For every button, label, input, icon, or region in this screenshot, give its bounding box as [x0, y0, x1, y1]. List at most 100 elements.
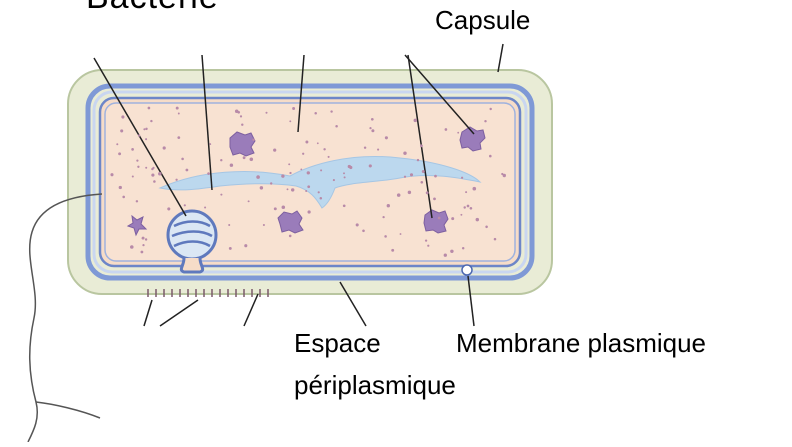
ribosome-dot [158, 172, 162, 176]
ribosome-dot [427, 245, 429, 247]
ribosome-dot [404, 176, 406, 178]
ribosome-dot [330, 110, 332, 112]
ribosome-dot [136, 159, 138, 161]
ribosome-dot [470, 207, 473, 210]
ribosome-dot [145, 167, 147, 169]
ribosome-dot [240, 115, 242, 117]
ribosome-dot [463, 206, 465, 208]
ribosome-dot [120, 129, 123, 132]
ribosome-dot [287, 188, 289, 190]
ribosome-dot [403, 151, 406, 154]
label-espace: Espace [294, 330, 381, 356]
ribosome-dot [145, 238, 147, 240]
ribosome-dot [426, 191, 429, 194]
ribosome-dot [445, 128, 448, 131]
ribosome-dot [433, 198, 436, 201]
ribosome-dot [204, 206, 206, 208]
ribosome-dot [307, 210, 310, 213]
ribosome-dot [307, 185, 310, 188]
membrane-vesicle [462, 265, 472, 275]
ribosome-dot [163, 146, 166, 149]
ribosome-dot [274, 207, 277, 210]
ribosome-dot [153, 180, 156, 183]
ribosome-dot [369, 164, 372, 167]
ribosome-dot [241, 124, 243, 126]
ribosome-dot [243, 156, 246, 159]
ribosome-dot [494, 238, 497, 241]
ribosome-dot [408, 191, 411, 194]
ribosome-dot [151, 168, 153, 170]
label-bacterie: Bactérie [86, 0, 219, 14]
ribosome-dot [292, 107, 295, 110]
ribosome-dot [438, 217, 441, 220]
ribosome-dot [300, 168, 302, 170]
ribosome-dot [131, 148, 134, 151]
flagellum-branch [36, 402, 100, 418]
ribosome-dot [484, 120, 486, 122]
ribosome-dot [132, 175, 134, 177]
ribosome-dot [252, 139, 255, 142]
ribosome-dot [318, 191, 320, 193]
ribosome-dot [485, 226, 488, 229]
ribosome-dot [460, 214, 462, 216]
ribosome-dot [184, 204, 186, 206]
ribosome-dot [333, 179, 335, 181]
ribosome-dot [151, 174, 154, 177]
ribosome-dot [122, 196, 125, 199]
ribosome-dot [273, 149, 276, 152]
ribosome-dot [335, 125, 338, 128]
ribosome-dot [229, 247, 232, 250]
ribosome-dot [397, 193, 401, 197]
ribosome-dot [248, 200, 250, 202]
ribosome-dot [356, 223, 359, 226]
ribosome-dot [141, 251, 144, 254]
ribosome-dot [489, 108, 491, 110]
ribosome-dot [317, 142, 319, 144]
label-capsule: Capsule [435, 7, 530, 33]
ribosome-dot [250, 158, 254, 162]
ribosome-dot [476, 218, 479, 221]
ribosome-dot [451, 217, 454, 220]
ribosome-dot [228, 224, 230, 226]
ribosome-dot [110, 173, 113, 176]
ribosome-dot [142, 237, 144, 239]
ribosome-dot [244, 244, 247, 247]
ribosome-dot [220, 159, 222, 161]
ribosome-dot [344, 176, 346, 178]
ribosome-dot [461, 177, 463, 179]
ribosome-dot [176, 107, 179, 110]
ribosome-dot [143, 128, 145, 130]
ribosome-dot [116, 143, 118, 145]
ribosome-dot [444, 254, 447, 257]
ribosome-dot [343, 204, 346, 207]
ribosome-dot [323, 148, 325, 150]
ribosome-dot [289, 235, 292, 238]
ribosome-dot [414, 119, 418, 123]
ribosome-dot [281, 174, 284, 177]
ribosome-dot [434, 175, 437, 178]
ribosome-dot [465, 191, 467, 193]
label-membrane-plasmique: Membrane plasmique [456, 330, 706, 356]
ribosome-dot [371, 118, 374, 121]
ribosome-dot [305, 141, 308, 144]
ribosome-dot [121, 115, 124, 118]
ribosome-dot [382, 216, 384, 218]
ribosome-dot [150, 120, 152, 122]
ribosome-dot [145, 138, 147, 140]
ribosome-dot [320, 197, 323, 200]
ribosome-dot [220, 194, 222, 196]
ribosome-dot [289, 120, 291, 122]
ribosome-dot [177, 136, 180, 139]
ribosome-dot [450, 250, 453, 253]
ribosome-dot [167, 207, 170, 210]
ribosome-dot [130, 245, 134, 249]
ribosome-dot [119, 186, 122, 189]
ribosome-dot [489, 155, 492, 158]
ribosome-dot [422, 170, 425, 173]
ribosome-dot [384, 235, 387, 238]
ribosome-dot [263, 224, 265, 226]
ribosome-dot [420, 144, 423, 147]
ribosome-dot [307, 171, 310, 174]
ribosome-dot [385, 136, 388, 139]
ribosome-dot [256, 175, 260, 179]
